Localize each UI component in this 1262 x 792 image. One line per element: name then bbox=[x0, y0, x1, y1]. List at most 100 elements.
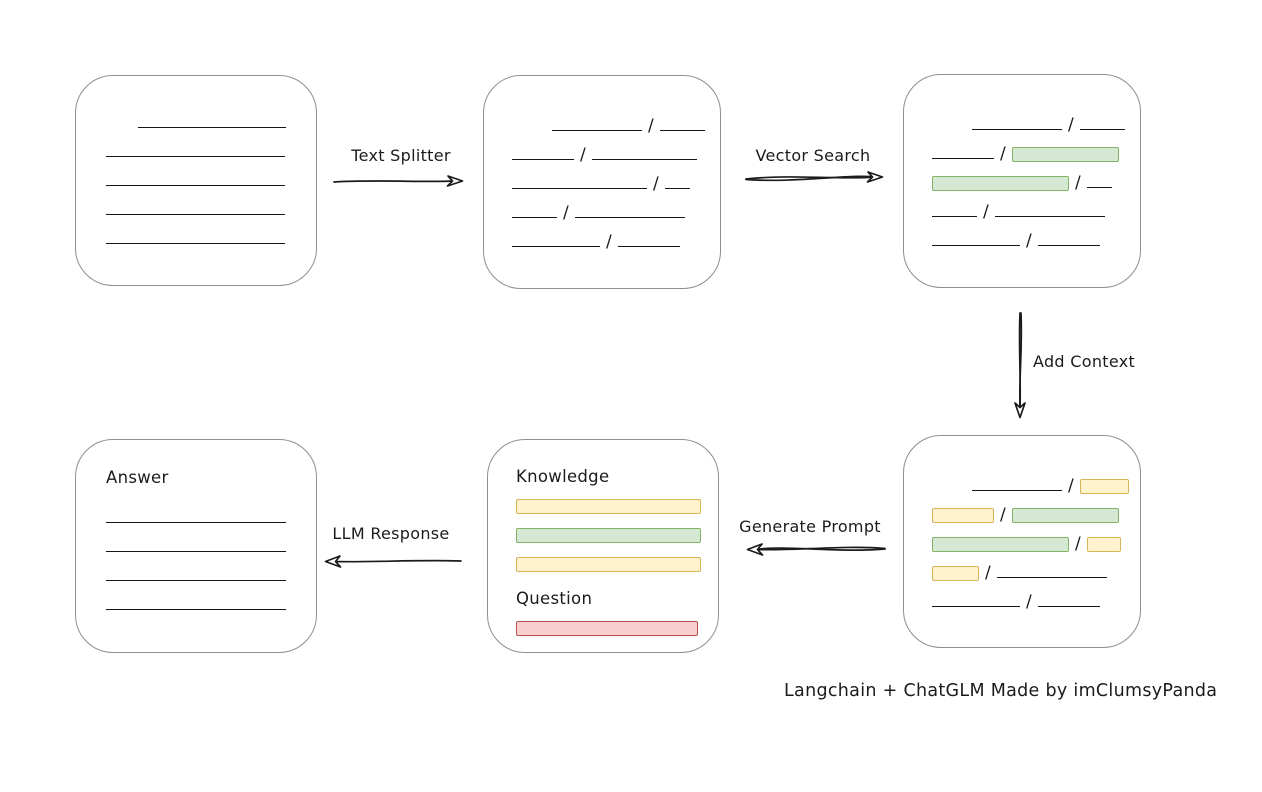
segment-row: / bbox=[932, 588, 1140, 617]
chunk-separator: / bbox=[1075, 173, 1082, 193]
segment-row: / bbox=[932, 559, 1140, 588]
text-line bbox=[932, 606, 1020, 607]
segment-row: / bbox=[512, 141, 720, 170]
generate-prompt-arrow bbox=[746, 543, 886, 556]
credit-caption: Langchain + ChatGLM Made by imClumsyPand… bbox=[784, 681, 1218, 701]
text-line bbox=[138, 127, 286, 128]
green-highlight-bar bbox=[1012, 147, 1120, 162]
text-line bbox=[592, 159, 698, 160]
segment-row: / bbox=[932, 227, 1140, 256]
text-line bbox=[972, 490, 1062, 491]
search-result-lines: / / / / / bbox=[904, 75, 1140, 256]
yellow-highlight-bar bbox=[932, 508, 994, 523]
segment-row: / bbox=[512, 170, 720, 199]
chunk-separator: / bbox=[563, 203, 570, 223]
segment-row: / bbox=[512, 228, 720, 257]
question-label: Question bbox=[516, 589, 593, 608]
text-line bbox=[512, 246, 600, 247]
segment-row bbox=[106, 225, 316, 254]
chunk-separator: / bbox=[1068, 476, 1075, 496]
text-line bbox=[512, 159, 574, 160]
segment-row bbox=[106, 167, 316, 196]
split-chunks-node: / / / / / bbox=[483, 75, 721, 289]
text-line bbox=[972, 129, 1062, 130]
knowledge-bars bbox=[516, 499, 718, 586]
generate-prompt-label: Generate Prompt bbox=[739, 517, 881, 536]
text-line bbox=[1080, 129, 1126, 130]
chunk-separator: / bbox=[1000, 505, 1007, 525]
segment-row bbox=[106, 533, 316, 562]
text-line bbox=[665, 188, 691, 189]
vector-search-results-node: / / / / / bbox=[903, 74, 1141, 288]
text-line bbox=[106, 214, 285, 215]
text-splitter-label: Text Splitter bbox=[351, 146, 451, 165]
chunk-separator: / bbox=[1026, 592, 1033, 612]
chunk-separator: / bbox=[1068, 115, 1075, 135]
text-line bbox=[1087, 187, 1113, 188]
segment-row: / bbox=[932, 140, 1140, 169]
segment-row bbox=[106, 196, 316, 225]
llm-response-label: LLM Response bbox=[332, 524, 450, 543]
knowledge-label: Knowledge bbox=[516, 467, 610, 486]
text-line bbox=[106, 609, 286, 610]
text-line bbox=[512, 217, 557, 218]
text-line bbox=[552, 130, 642, 131]
segment-row: / bbox=[512, 199, 720, 228]
yellow-highlight-bar bbox=[1080, 479, 1130, 494]
vector-search-label: Vector Search bbox=[755, 146, 871, 165]
vector-search-arrow bbox=[745, 171, 884, 183]
text-line bbox=[1038, 606, 1101, 607]
chunk-separator: / bbox=[606, 232, 613, 252]
text-line bbox=[106, 185, 285, 186]
chunk-separator: / bbox=[653, 174, 660, 194]
question-bars bbox=[516, 621, 718, 650]
text-splitter-arrow bbox=[333, 175, 464, 187]
answer-lines bbox=[106, 504, 316, 620]
segment-row: / bbox=[512, 112, 720, 141]
segment-row bbox=[106, 109, 316, 138]
text-line bbox=[932, 245, 1020, 246]
text-line bbox=[512, 188, 647, 189]
chunk-separator: / bbox=[983, 202, 990, 222]
yellow-highlight-bar bbox=[516, 499, 701, 514]
text-line bbox=[932, 158, 994, 159]
green-highlight-bar bbox=[1012, 508, 1120, 523]
answer-label: Answer bbox=[106, 468, 169, 487]
chunk-separator: / bbox=[985, 563, 992, 583]
segment-row bbox=[106, 591, 316, 620]
answer-node: Answer bbox=[75, 439, 317, 653]
text-line bbox=[106, 580, 286, 581]
chunk-separator: / bbox=[580, 145, 587, 165]
segment-row: / bbox=[932, 169, 1140, 198]
text-line bbox=[997, 577, 1108, 578]
segment-row: / bbox=[932, 472, 1140, 501]
text-line bbox=[618, 246, 681, 247]
text-line bbox=[1038, 245, 1101, 246]
segment-row bbox=[106, 138, 316, 167]
segment-row: / bbox=[932, 111, 1140, 140]
text-line bbox=[575, 217, 686, 218]
document-lines bbox=[76, 76, 316, 254]
green-highlight-bar bbox=[932, 176, 1069, 191]
segment-row: / bbox=[932, 501, 1140, 530]
green-highlight-bar bbox=[932, 537, 1069, 552]
chunk-lines: / / / / / bbox=[484, 76, 720, 257]
text-line bbox=[106, 551, 286, 552]
segment-row: / bbox=[932, 198, 1140, 227]
add-context-label: Add Context bbox=[1033, 352, 1136, 371]
yellow-highlight-bar bbox=[1087, 537, 1122, 552]
text-line bbox=[106, 156, 285, 157]
text-line bbox=[995, 216, 1106, 217]
segment-row: / bbox=[932, 530, 1140, 559]
segment-row bbox=[106, 562, 316, 591]
llm-response-arrow bbox=[324, 555, 462, 568]
chunk-separator: / bbox=[1000, 144, 1007, 164]
text-line bbox=[106, 243, 285, 244]
green-highlight-bar bbox=[516, 528, 701, 543]
source-document-node bbox=[75, 75, 317, 286]
text-line bbox=[106, 522, 286, 523]
text-line bbox=[660, 130, 706, 131]
add-context-arrow bbox=[1014, 312, 1026, 419]
red-highlight-bar bbox=[516, 621, 698, 636]
